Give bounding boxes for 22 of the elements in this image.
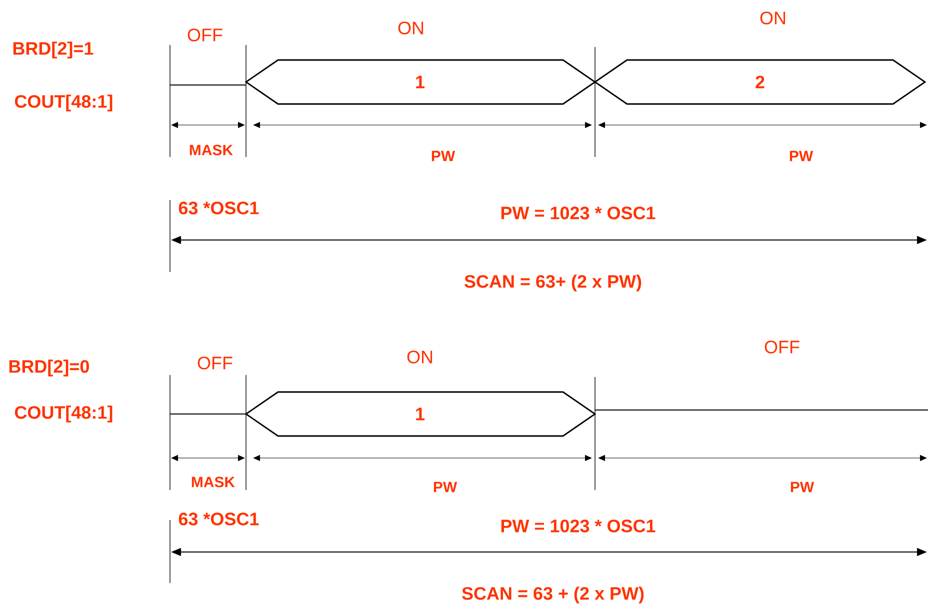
label: OFF bbox=[188, 28, 222, 42]
label: ON bbox=[407, 350, 432, 364]
label: MASK bbox=[192, 476, 235, 488]
label: ON bbox=[398, 22, 424, 34]
label: SCAN = 63 + (2 x PW) bbox=[462, 586, 644, 604]
label: PW bbox=[434, 482, 458, 492]
label: COUT[48:1] bbox=[14, 94, 112, 112]
label: MASK bbox=[190, 144, 233, 156]
label: ON bbox=[760, 12, 786, 24]
label: PW = 1023 * OSC1 bbox=[501, 206, 656, 220]
label: COUT[48:1] bbox=[14, 406, 112, 422]
label: OFF bbox=[764, 340, 800, 354]
label: OFF bbox=[198, 356, 232, 370]
label: 63 *OSC1 bbox=[178, 512, 259, 526]
label: PW bbox=[790, 150, 814, 162]
label: PW bbox=[432, 150, 456, 162]
label: BRD[2]=1 bbox=[13, 42, 94, 58]
label: BRD[2]=0 bbox=[9, 360, 89, 376]
label: PW bbox=[790, 482, 814, 492]
label: PW = 1023 * OSC1 bbox=[501, 520, 656, 532]
label: SCAN = 63+ (2 x PW) bbox=[464, 274, 642, 292]
label: 63 *OSC1 bbox=[178, 202, 259, 214]
